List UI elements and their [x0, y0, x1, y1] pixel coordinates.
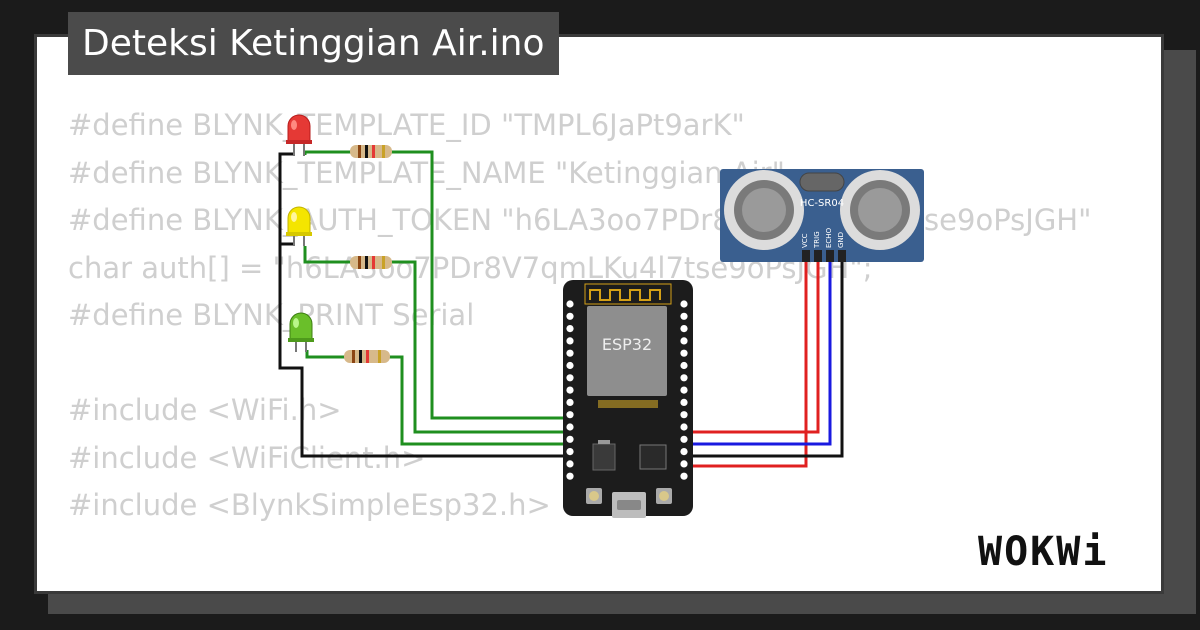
header-pin [566, 349, 574, 357]
wire-red-led-signal [303, 150, 568, 420]
header-pin [566, 411, 574, 419]
header-pin [680, 435, 688, 443]
header-pin [566, 374, 574, 382]
header-pin [566, 448, 574, 456]
sensor-pin-label: TRIG [813, 231, 821, 249]
header-pin [680, 448, 688, 456]
code-line: #define BLYNK_TEMPLATE_NAME "Ketinggian … [68, 155, 785, 190]
header-pin [680, 374, 688, 382]
header-pin [566, 325, 574, 333]
green-led[interactable] [288, 312, 314, 352]
sensor-label: HC-SR04 [800, 198, 844, 209]
wire-sensor-trig [684, 262, 820, 434]
wire-sensor-vcc [684, 262, 808, 468]
project-title[interactable]: Deteksi Ketinggian Air.ino [68, 12, 559, 75]
resistor-1[interactable] [350, 145, 392, 158]
header-pin [566, 435, 574, 443]
esp32-left-pins [566, 300, 574, 480]
header-pin [680, 398, 688, 406]
code-line: #include <WiFi.h> [68, 393, 342, 427]
header-pin [566, 312, 574, 320]
header-pin [680, 386, 688, 394]
header-pin [566, 386, 574, 394]
header-pin [566, 398, 574, 406]
code-line: #define BLYNK_PRINT Serial [68, 298, 475, 332]
header-pin [680, 300, 688, 308]
wire-yellow-led-signal [303, 246, 568, 434]
resistor-2[interactable] [350, 256, 392, 269]
yellow-led[interactable] [286, 206, 312, 246]
esp32-board[interactable]: ESP32 [563, 280, 693, 518]
header-pin [566, 460, 574, 468]
header-pin [566, 337, 574, 345]
wires [278, 150, 844, 468]
red-led[interactable] [286, 114, 312, 156]
resistor-3[interactable] [344, 350, 390, 363]
header-pin [680, 337, 688, 345]
header-pin [680, 460, 688, 468]
header-pin [680, 472, 688, 480]
code-line: #define BLYNK_AUTH_TOKEN "h6LA3oo7PDr8V7… [68, 203, 1092, 237]
header-pin [680, 361, 688, 370]
header-pin [566, 472, 574, 480]
wire-ground-leds [278, 152, 568, 458]
sensor-pin-label: ECHO [825, 227, 833, 248]
wire-green-led-signal [305, 350, 568, 446]
header-pin [680, 411, 688, 419]
sensor-pin-label: VCC [801, 233, 809, 248]
header-pin [680, 349, 688, 357]
wire-sensor-echo [684, 262, 832, 446]
code-line: #define BLYNK_TEMPLATE_ID "TMPL6JaPt9arK… [68, 108, 745, 142]
header-pin [566, 423, 574, 431]
header-pin [566, 300, 574, 308]
header-pin [566, 361, 574, 370]
header-pin [680, 423, 688, 431]
hc-sr04-sensor[interactable]: HC-SR04 VCC TRIG ECHO GND [720, 169, 924, 262]
wire-sensor-gnd [684, 262, 844, 458]
header-pin [680, 325, 688, 333]
esp32-right-pins [680, 300, 688, 480]
mcu-label: ESP32 [602, 335, 652, 354]
sensor-pin-label: GND [837, 232, 845, 248]
wokwi-logo: WOKWi [978, 529, 1109, 575]
code-line: #include <BlynkSimpleEsp32.h> [68, 488, 551, 522]
header-pin [680, 312, 688, 320]
